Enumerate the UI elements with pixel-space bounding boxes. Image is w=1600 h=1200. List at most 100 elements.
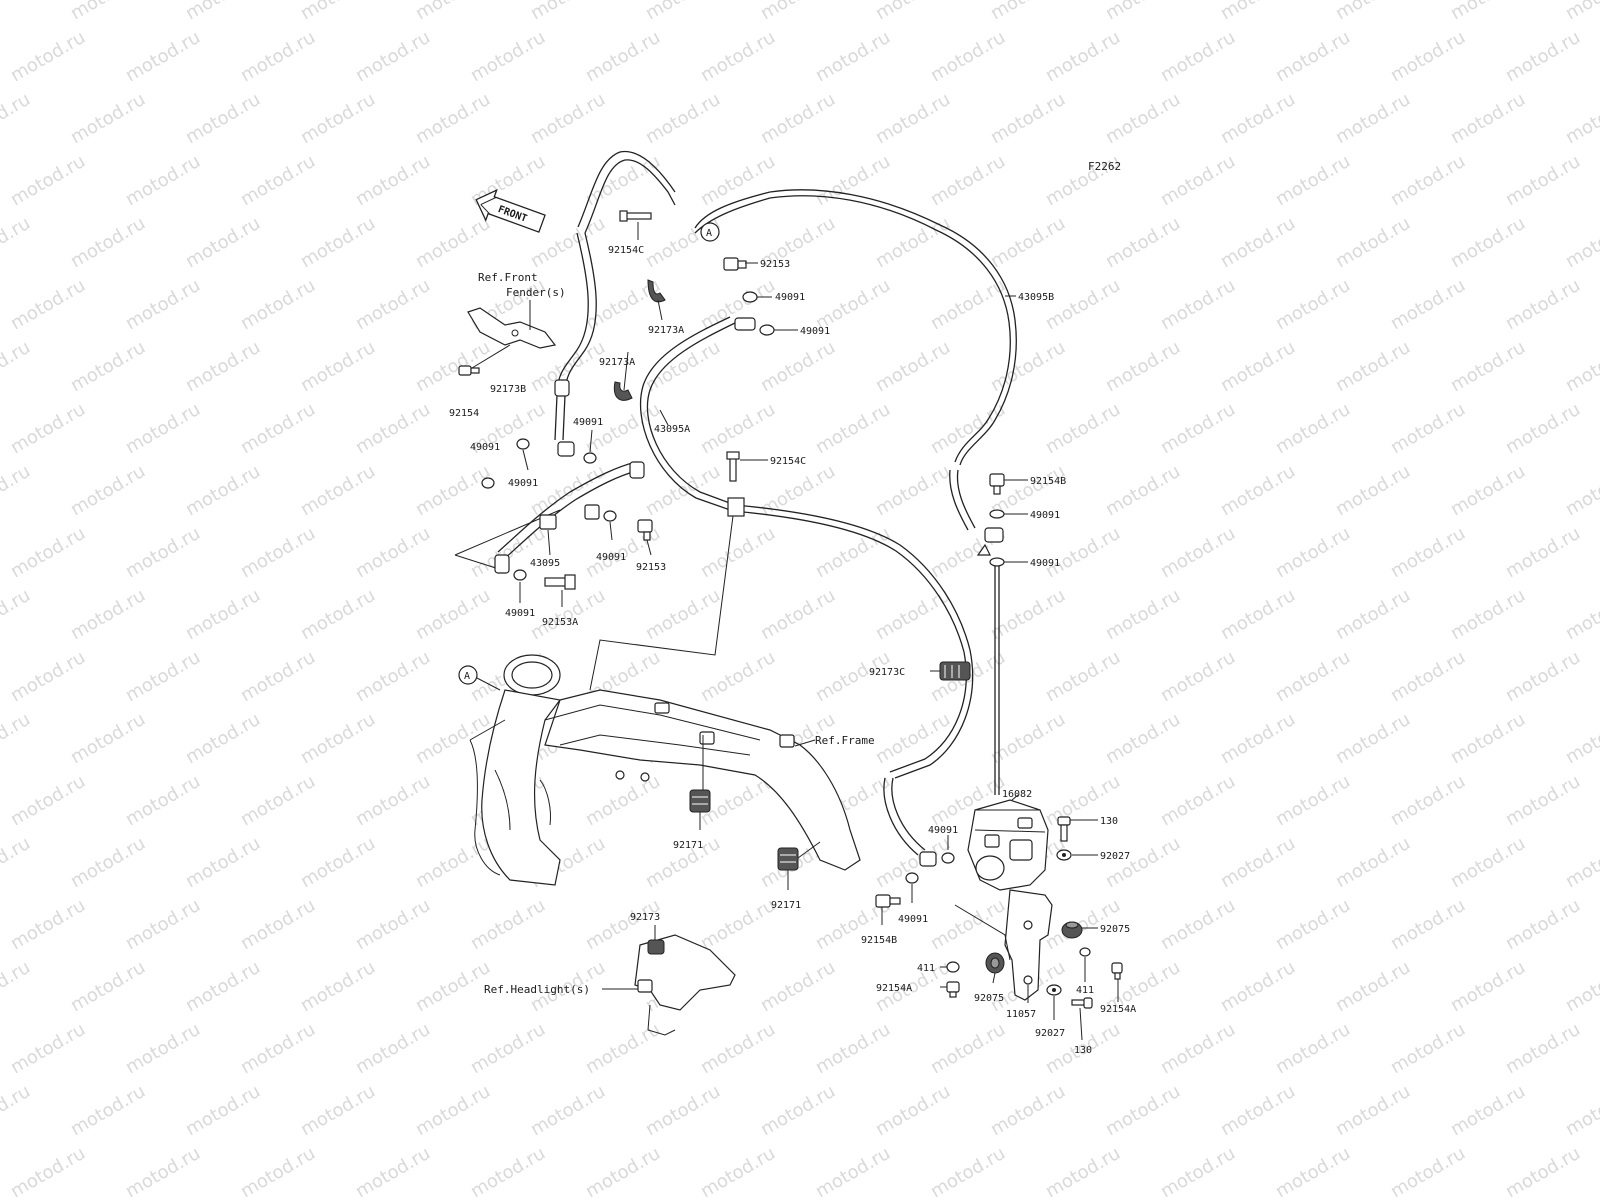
watermark-text: motod.ru — [987, 337, 1069, 396]
svg-text:A: A — [464, 671, 470, 682]
callout-49091: 49091 — [470, 442, 500, 453]
bolt-92154C-junction-icon — [726, 451, 740, 482]
watermark-text: motod.ru — [1272, 523, 1354, 582]
watermark-text: motod.ru — [1502, 275, 1584, 334]
union-bolt-92154B-upper-icon — [989, 473, 1005, 495]
watermark-text: motod.ru — [1502, 523, 1584, 582]
watermark-text: motod.ru — [1157, 151, 1239, 210]
watermark-text: motod.ru — [352, 399, 434, 458]
watermark-text: motod.ru — [122, 771, 204, 830]
damper-92075-right-icon — [1061, 921, 1083, 939]
banjo-fitting-left-icon — [554, 379, 575, 457]
brake-pipe-43095B-edge — [694, 195, 1011, 463]
leader-92171-b — [797, 841, 821, 859]
watermark-text: motod.ru — [182, 957, 264, 1016]
watermark-text: motod.ru — [412, 337, 494, 396]
watermark-text: motod.ru — [1042, 275, 1124, 334]
bolt-130-lower-icon — [1071, 997, 1093, 1009]
callout-49091: 49091 — [800, 326, 830, 337]
abs-bracket-11057-icon — [1004, 889, 1053, 1001]
watermark-text: motod.ru — [1387, 895, 1469, 954]
watermark-text: motod.ru — [122, 895, 204, 954]
front-brake-hose-edge — [554, 232, 589, 441]
watermark-text: motod.ru — [1272, 27, 1354, 86]
watermark-text: motod.ru — [122, 275, 204, 334]
watermark-text: motod.ru — [1447, 337, 1529, 396]
bolt-92154-icon — [458, 365, 480, 376]
washer-49091-k-icon — [905, 872, 919, 884]
watermark-text: motod.ru — [1042, 1143, 1124, 1200]
watermark-text: motod.ru — [182, 833, 264, 892]
watermark-text: motod.ru — [872, 337, 954, 396]
watermark-text: motod.ru — [1447, 957, 1529, 1016]
watermark-text: motod.ru — [1102, 89, 1184, 148]
watermark-text: motod.ru — [1387, 1143, 1469, 1200]
damper-92075-left-icon — [985, 952, 1005, 974]
watermark-text: motod.ru — [642, 213, 724, 272]
watermark-text: motod.ru — [1447, 833, 1529, 892]
watermark-text: motod.ru — [642, 585, 724, 644]
watermark-text: motod.ru — [1332, 709, 1414, 768]
motorcycle-frame — [469, 654, 861, 886]
callout-92173a: 92173A — [599, 357, 635, 368]
watermark-text: motod.ru — [987, 89, 1069, 148]
watermark-text: motod.ru — [527, 585, 609, 644]
watermark-text: motod.ru — [872, 585, 954, 644]
watermark-text: motod.ru — [1387, 399, 1469, 458]
marker-a-frame: A — [458, 665, 478, 685]
callout-leaders — [519, 222, 1119, 1041]
watermark-text: motod.ru — [0, 957, 34, 1016]
watermark-text: motod.ru — [412, 833, 494, 892]
watermark-text: motod.ru — [352, 771, 434, 830]
watermark-text: motod.ru — [987, 213, 1069, 272]
watermark-text: motod.ru — [237, 1019, 319, 1078]
bolt-92154A-right-icon — [1111, 962, 1123, 980]
callout-92173c: 92173C — [869, 667, 905, 678]
watermark-text: motod.ru — [297, 709, 379, 768]
watermark-text: motod.ru — [1502, 647, 1584, 706]
watermark-text: motod.ru — [872, 213, 954, 272]
callout-92171: 92171 — [771, 900, 801, 911]
watermark-text: motod.ru — [1502, 1019, 1584, 1078]
ref-front-fender-line1: Ref.Front — [478, 271, 538, 284]
front-brake-hose-down — [562, 232, 597, 441]
hose-43095B-lower-edge — [949, 469, 969, 531]
watermark-text: motod.ru — [697, 895, 779, 954]
clamp-92173A-lower-icon — [613, 381, 633, 401]
watermark-text: motod.ru — [1157, 895, 1239, 954]
watermark-text: motod.ru — [297, 89, 379, 148]
watermark-text: motod.ru — [182, 585, 264, 644]
watermark-text: motod.ru — [1502, 895, 1584, 954]
watermark-text: motod.ru — [1332, 1081, 1414, 1140]
ref-headlight-label: Ref.Headlight(s) — [484, 983, 590, 996]
watermark-text: motod.ru — [1217, 0, 1299, 24]
watermark-text: motod.ru — [412, 709, 494, 768]
callout-92027: 92027 — [1035, 1028, 1065, 1039]
damper-92173C-icon — [939, 661, 971, 681]
watermark-text: motod.ru — [757, 0, 839, 24]
watermark-text: motod.ru — [527, 0, 609, 24]
watermark-text: motod.ru — [297, 585, 379, 644]
hose-abs-left-edge — [883, 777, 919, 856]
watermark-text: motod.ru — [1562, 833, 1600, 892]
watermark-text: motod.ru — [412, 957, 494, 1016]
watermark-text: motod.ru — [1332, 957, 1414, 1016]
watermark-text: motod.ru — [352, 523, 434, 582]
watermark-text: motod.ru — [412, 461, 494, 520]
watermark-text: motod.ru — [7, 895, 89, 954]
watermark-text: motod.ru — [182, 1081, 264, 1140]
watermark-text: motod.ru — [122, 27, 204, 86]
watermark-text: motod.ru — [237, 151, 319, 210]
watermark-text: motod.ru — [352, 1019, 434, 1078]
watermark-text: motod.ru — [1502, 399, 1584, 458]
watermark-text: motod.ru — [1447, 461, 1529, 520]
watermark-text: motod.ru — [122, 1019, 204, 1078]
watermark-text: motod.ru — [1502, 27, 1584, 86]
marker-a-upper: A — [700, 222, 720, 242]
watermark-text: motod.ru — [237, 647, 319, 706]
watermark-text: motod.ru — [1042, 647, 1124, 706]
callout-411: 411 — [1076, 985, 1094, 996]
watermark-text: motod.ru — [412, 89, 494, 148]
watermark-text: motod.ru — [1042, 523, 1124, 582]
leader-92173B — [471, 344, 511, 369]
